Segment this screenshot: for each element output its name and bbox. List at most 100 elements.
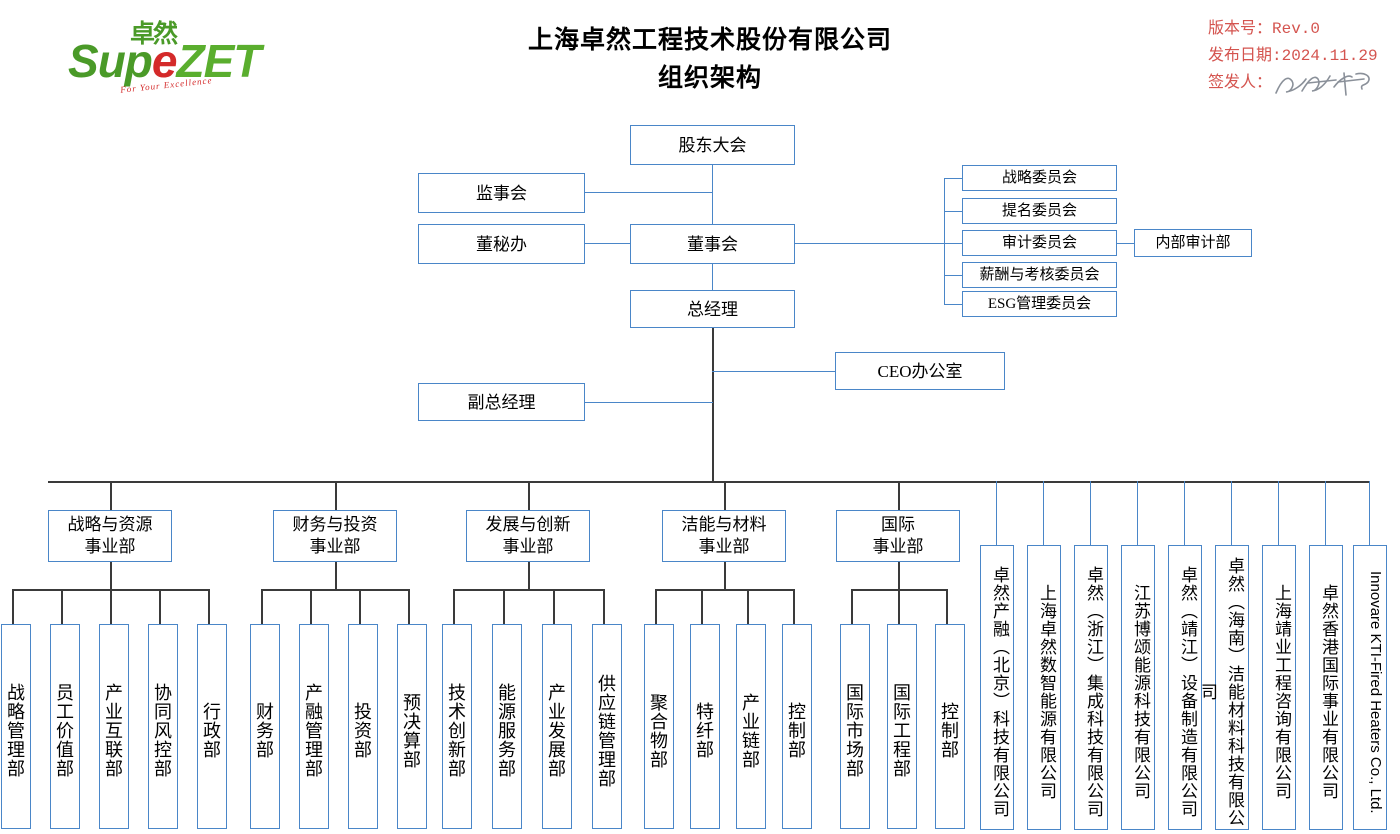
connector-division-2-dept-bus xyxy=(261,589,408,591)
box-committee-compensation[interactable]: 薪酬与考核委员会 xyxy=(962,262,1117,288)
logo-wordmark: SupeZET xyxy=(68,34,261,88)
connector-d3-dept-4 xyxy=(603,589,605,625)
connector-division-4-dept-bus xyxy=(655,589,793,591)
connector-division-3-down xyxy=(528,562,530,590)
page-title: 上海卓然工程技术股份有限公司 组织架构 xyxy=(430,22,990,98)
division-2-line2: 事业部 xyxy=(309,537,361,556)
connector-committee-nomination xyxy=(944,211,964,213)
division-3-line1: 发展与创新 xyxy=(485,515,571,534)
division-3-line2: 事业部 xyxy=(502,537,554,556)
box-ceo-office[interactable]: CEO办公室 xyxy=(835,352,1005,390)
box-dept-control-international[interactable]: 控制部 xyxy=(935,624,965,829)
box-division-finance-investment[interactable]: 财务与投资 事业部 xyxy=(273,510,397,562)
box-deputy-general-manager[interactable]: 副总经理 xyxy=(418,383,585,421)
connector-d4-dept-1 xyxy=(655,589,657,625)
box-dept-finance[interactable]: 财务部 xyxy=(250,624,280,829)
connector-d1-dept-3 xyxy=(110,589,112,625)
box-committee-nomination[interactable]: 提名委员会 xyxy=(962,198,1117,224)
box-division-development-innovation[interactable]: 发展与创新 事业部 xyxy=(466,510,590,562)
box-subsidiary-zhuoran-hainan-clean-materials[interactable]: 卓然（海南）洁能材料科技有限公司 xyxy=(1198,545,1249,830)
logo-letters-zet: ZET xyxy=(176,35,261,87)
box-dept-administration[interactable]: 行政部 xyxy=(197,624,227,829)
connector-shareholders-to-board xyxy=(712,165,714,225)
page-title-line1: 上海卓然工程技术股份有限公司 xyxy=(527,27,892,54)
connector-committee-compensation xyxy=(944,275,964,277)
signature-image xyxy=(1272,71,1382,96)
box-dept-industry-finance-management[interactable]: 产融管理部 xyxy=(299,624,329,829)
connector-d1-dept-2 xyxy=(61,589,63,625)
box-dept-collaborative-risk-control[interactable]: 协同风控部 xyxy=(148,624,178,829)
connector-division-4-down xyxy=(724,562,726,590)
box-division-strategy-resources[interactable]: 战略与资源 事业部 xyxy=(48,510,172,562)
box-dept-industry-development[interactable]: 产业发展部 xyxy=(542,624,572,829)
box-dept-industry-chain[interactable]: 产业链部 xyxy=(736,624,766,829)
box-committee-audit[interactable]: 审计委员会 xyxy=(962,230,1117,256)
box-dept-strategy-management[interactable]: 战略管理部 xyxy=(1,624,31,829)
box-dept-international-market[interactable]: 国际市场部 xyxy=(840,624,870,829)
connector-d2-dept-1 xyxy=(261,589,263,625)
box-internal-audit-department[interactable]: 内部审计部 xyxy=(1134,229,1252,257)
connector-board-to-committee-bus xyxy=(795,243,945,245)
connector-d4-dept-4 xyxy=(793,589,795,625)
division-1-line2: 事业部 xyxy=(84,537,136,556)
box-dept-supply-chain-management[interactable]: 供应链管理部 xyxy=(592,624,622,829)
box-subsidiary-zhuoran-zhejiang-integration[interactable]: 卓然（浙江）集成科技有限公司 xyxy=(1074,545,1108,830)
connector-bus-to-subsidiary-6 xyxy=(1231,481,1233,545)
box-subsidiary-zhuoran-chanrong-beijing[interactable]: 卓然产融（北京）科技有限公司 xyxy=(980,545,1014,830)
connector-division-2-down xyxy=(335,562,337,590)
box-subsidiary-jiangsu-bosong-energy[interactable]: 江苏博颂能源科技有限公司 xyxy=(1121,545,1155,830)
connector-bus-to-division-5 xyxy=(898,481,900,510)
connector-d5-dept-2 xyxy=(898,589,900,625)
box-subsidiary-shanghai-jingye-consulting[interactable]: 上海靖业工程咨询有限公司 xyxy=(1262,545,1296,830)
connector-division-1-down xyxy=(110,562,112,590)
box-supervisory-board[interactable]: 监事会 xyxy=(418,173,585,213)
logo-letter-e: e xyxy=(151,35,178,87)
box-dept-energy-services[interactable]: 能源服务部 xyxy=(492,624,522,829)
connector-d2-dept-2 xyxy=(310,589,312,625)
box-dept-industry-internet[interactable]: 产业互联部 xyxy=(99,624,129,829)
box-board-of-directors[interactable]: 董事会 xyxy=(630,224,795,264)
box-subsidiary-shanghai-shuzhi-energy[interactable]: 上海卓然数智能源有限公司 xyxy=(1027,545,1061,830)
box-general-manager[interactable]: 总经理 xyxy=(630,290,795,328)
committee-bus-vertical xyxy=(944,178,946,304)
main-division-bus xyxy=(48,481,1370,483)
connector-bus-to-subsidiary-8 xyxy=(1325,481,1327,545)
box-dept-investment[interactable]: 投资部 xyxy=(348,624,378,829)
box-subsidiary-zhuoran-jingjiang-equipment[interactable]: 卓然（靖江）设备制造有限公司 xyxy=(1168,545,1202,830)
box-dept-polymer[interactable]: 聚合物部 xyxy=(644,624,674,829)
connector-d1-dept-5 xyxy=(208,589,210,625)
document-meta: 版本号：Rev.0 发布日期:2024.11.29 签发人： xyxy=(1208,16,1382,97)
box-dept-international-engineering[interactable]: 国际工程部 xyxy=(887,624,917,829)
version-label: 版本号：Rev.0 xyxy=(1207,20,1320,38)
connector-bus-to-division-3 xyxy=(528,481,530,510)
connector-bus-to-division-2 xyxy=(335,481,337,510)
connector-bus-to-subsidiary-3 xyxy=(1090,481,1092,545)
connector-audit-to-internal-audit xyxy=(1117,243,1135,245)
box-dept-technology-innovation[interactable]: 技术创新部 xyxy=(442,624,472,829)
connector-d3-dept-3 xyxy=(553,589,555,625)
box-dept-budget-settlement[interactable]: 预决算部 xyxy=(397,624,427,829)
box-committee-esg[interactable]: ESG管理委员会 xyxy=(962,291,1117,317)
box-dept-employee-value[interactable]: 员工价值部 xyxy=(50,624,80,829)
connector-d4-dept-3 xyxy=(747,589,749,625)
connector-bus-to-subsidiary-2 xyxy=(1043,481,1045,545)
box-board-secretary-office[interactable]: 董秘办 xyxy=(418,224,585,264)
box-dept-control-clean-energy[interactable]: 控制部 xyxy=(782,624,812,829)
box-division-clean-energy-materials[interactable]: 洁能与材料 事业部 xyxy=(662,510,786,562)
box-subsidiary-innovare-kti[interactable]: Innovare KTI-Fired Heaters Co., Ltd. xyxy=(1353,545,1387,830)
issuer-row: 签发人： xyxy=(1208,70,1382,97)
connector-secretary-to-board xyxy=(585,243,630,245)
connector-committee-esg xyxy=(944,304,964,306)
box-subsidiary-zhuoran-hongkong-international[interactable]: 卓然香港国际事业有限公司 xyxy=(1309,545,1343,830)
box-committee-strategy[interactable]: 战略委员会 xyxy=(962,165,1117,191)
box-division-international[interactable]: 国际 事业部 xyxy=(836,510,960,562)
connector-spine-to-ceo-office xyxy=(712,371,835,373)
box-shareholders-meeting[interactable]: 股东大会 xyxy=(630,125,795,165)
signature-svg xyxy=(1275,71,1370,96)
logo-letters-up: up xyxy=(97,35,153,87)
connector-bus-to-subsidiary-1 xyxy=(996,481,998,545)
box-dept-special-fiber[interactable]: 特纤部 xyxy=(690,624,720,829)
connector-bus-to-subsidiary-5 xyxy=(1184,481,1186,545)
connector-d2-dept-4 xyxy=(408,589,410,625)
